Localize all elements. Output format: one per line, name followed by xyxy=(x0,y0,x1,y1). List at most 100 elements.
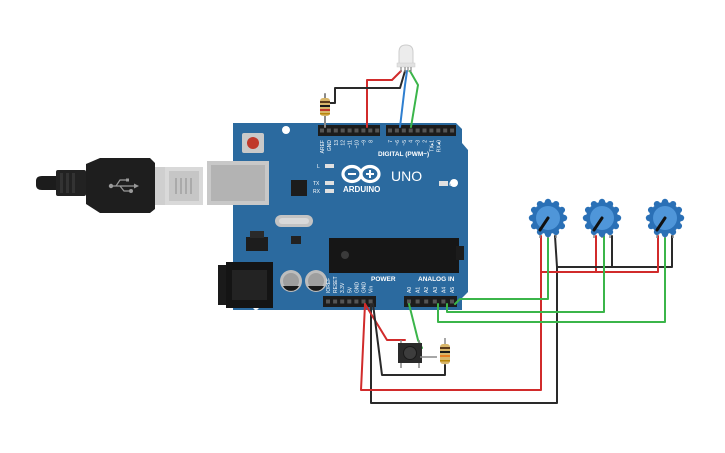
pin-label: AREF xyxy=(320,140,326,153)
reset-button[interactable] xyxy=(242,133,264,153)
pin-label: Vin xyxy=(369,286,375,293)
wire-green-a3[interactable] xyxy=(437,235,666,323)
header-pin[interactable] xyxy=(394,128,399,133)
pin-label: 5V xyxy=(347,286,353,293)
pin-label: RX◂0 xyxy=(436,140,442,152)
header-pin[interactable] xyxy=(368,128,373,133)
led-tx-label: TX xyxy=(313,181,320,187)
wire-blue-led[interactable] xyxy=(399,70,408,128)
header-pin[interactable] xyxy=(422,128,427,133)
mounting-hole xyxy=(282,126,290,134)
header-pin[interactable] xyxy=(375,128,380,133)
wire-black-pot-gnd[interactable] xyxy=(370,235,673,404)
wire-green-a5[interactable] xyxy=(454,235,549,305)
pin-label: A2 xyxy=(424,287,430,293)
header-pin[interactable] xyxy=(450,299,454,304)
smd-chip xyxy=(291,236,301,244)
wire-green-led[interactable] xyxy=(409,70,419,128)
wire-red-led[interactable] xyxy=(366,70,402,128)
model-label: UNO xyxy=(391,168,422,184)
mounting-hole xyxy=(450,179,458,187)
header-pin[interactable] xyxy=(432,299,437,304)
pin-label: ~6 xyxy=(395,140,401,146)
pin-label: A3 xyxy=(433,287,439,293)
arduino-logo-icon xyxy=(341,164,381,184)
header-pin[interactable] xyxy=(407,299,411,304)
potentiometer-knob[interactable] xyxy=(538,216,550,232)
header-pin[interactable] xyxy=(450,128,455,133)
potentiometer-knob[interactable] xyxy=(592,216,604,232)
wire-black-led[interactable] xyxy=(324,70,406,104)
header-pin[interactable] xyxy=(415,128,420,133)
led-l-label: L xyxy=(317,164,320,170)
pin-label: GND xyxy=(327,140,333,152)
capacitor xyxy=(280,270,302,292)
pin-label: 4 xyxy=(409,140,415,143)
header-pin[interactable] xyxy=(443,128,448,133)
usb-symbol-icon xyxy=(108,178,139,194)
on-label: ON xyxy=(449,182,457,188)
analog-header[interactable] xyxy=(404,296,457,307)
header-pin[interactable] xyxy=(347,299,352,304)
header-pin[interactable] xyxy=(388,128,392,133)
rgb-led[interactable] xyxy=(396,44,416,72)
header-pin[interactable] xyxy=(361,299,366,304)
usb-cable[interactable] xyxy=(36,158,203,213)
voltage-regulator xyxy=(246,237,268,251)
wire-green-button[interactable] xyxy=(408,303,423,349)
header-pin[interactable] xyxy=(326,128,331,133)
potentiometer[interactable] xyxy=(528,198,568,238)
header-pin[interactable] xyxy=(340,299,345,304)
wires xyxy=(324,70,673,404)
potentiometer[interactable] xyxy=(645,198,685,238)
pin-label: ~10 xyxy=(355,140,361,149)
header-pin[interactable] xyxy=(347,128,352,133)
header-pin[interactable] xyxy=(354,128,359,133)
header-pin[interactable] xyxy=(401,128,406,133)
wire-green-a4[interactable] xyxy=(446,235,605,313)
usb-chip xyxy=(291,180,307,196)
header-pin[interactable] xyxy=(340,128,345,133)
header-pin[interactable] xyxy=(326,299,330,304)
digital-header[interactable] xyxy=(318,125,456,136)
header-pin[interactable] xyxy=(354,299,359,304)
header-pin[interactable] xyxy=(436,128,441,133)
header-pin[interactable] xyxy=(368,299,373,304)
header-pin[interactable] xyxy=(320,128,324,133)
on-led xyxy=(439,181,448,186)
power-header-label: POWER xyxy=(371,276,396,283)
resistor-led[interactable] xyxy=(320,98,330,116)
pin-label: 2 xyxy=(423,140,429,143)
wire-black-pot-link[interactable] xyxy=(554,235,613,268)
power-jack xyxy=(218,262,273,308)
header-pin[interactable] xyxy=(333,299,338,304)
pushbutton[interactable] xyxy=(398,340,437,368)
pin-label: TX▸1 xyxy=(429,140,435,152)
pin-label: ~5 xyxy=(402,140,408,146)
header-pin[interactable] xyxy=(361,128,366,133)
resistor-button[interactable] xyxy=(440,338,450,364)
pin-label: ~9 xyxy=(361,140,367,146)
atmega-chip xyxy=(329,238,459,273)
power-header[interactable] xyxy=(323,296,376,307)
wire-red-pot-5v[interactable] xyxy=(360,235,659,391)
header-pin[interactable] xyxy=(429,128,434,133)
pin-label: 3.3V xyxy=(340,282,346,293)
wire-red-button[interactable] xyxy=(364,303,406,341)
header-pin[interactable] xyxy=(441,299,446,304)
capacitor xyxy=(305,270,327,292)
pin-label: A0 xyxy=(407,287,413,293)
wire-black-button[interactable] xyxy=(372,303,446,376)
header-pin[interactable] xyxy=(408,128,413,133)
header-pin[interactable] xyxy=(333,128,338,133)
led-indicators: L TX RX xyxy=(313,164,334,195)
header-pin[interactable] xyxy=(424,299,429,304)
potentiometer[interactable] xyxy=(582,198,622,238)
header-pin[interactable] xyxy=(415,299,420,304)
potentiometer-knob[interactable] xyxy=(655,216,667,232)
pin-label: GND xyxy=(362,282,368,294)
brand-label: ARDUINO xyxy=(343,185,380,194)
wire-red-pot-link[interactable] xyxy=(540,235,597,273)
